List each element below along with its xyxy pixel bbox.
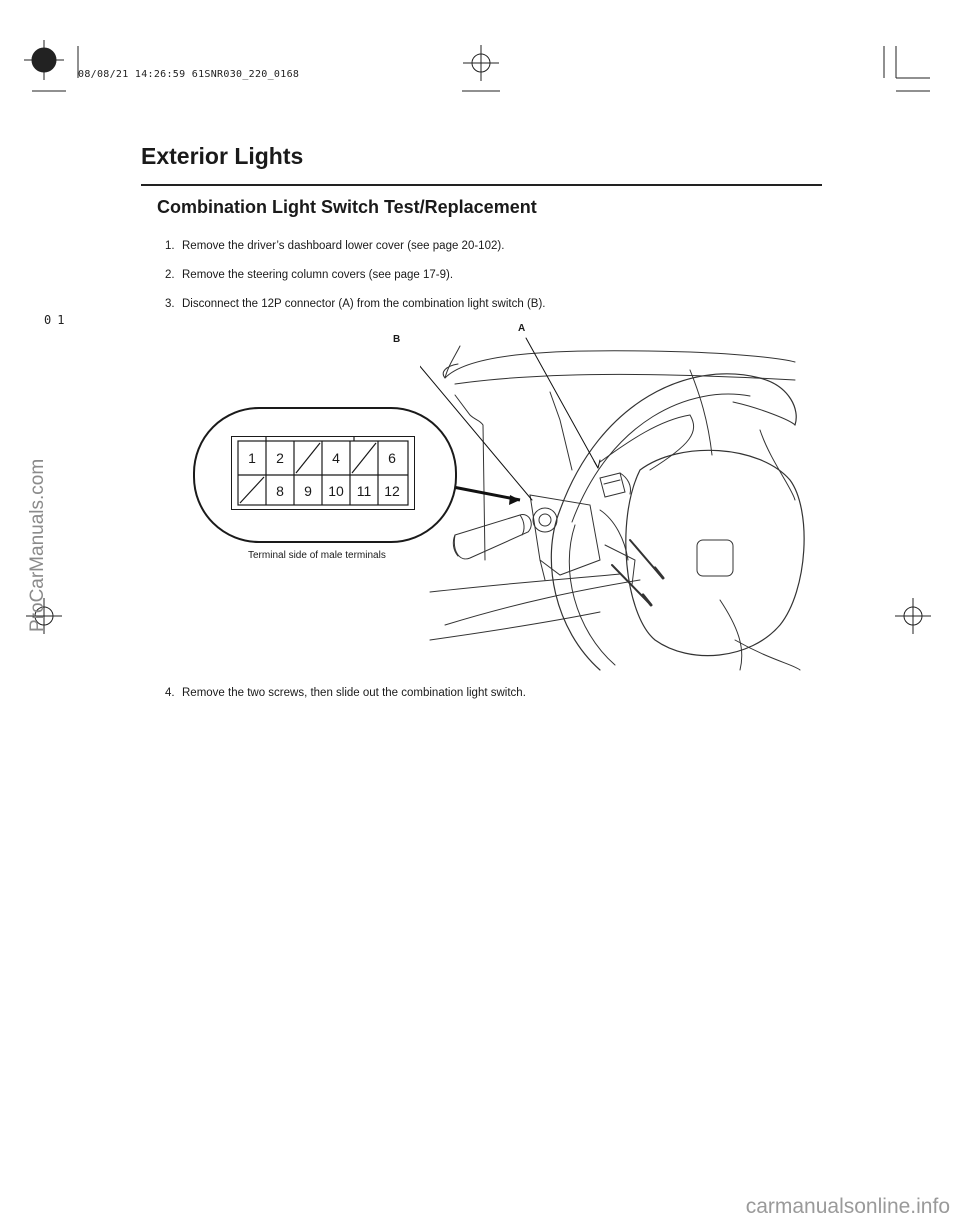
step-number: 4. bbox=[165, 687, 175, 699]
step-1: 1. Remove the driver’s dashboard lower co… bbox=[165, 240, 504, 252]
watermark-left: ProCarManuals.com bbox=[27, 458, 48, 632]
callout-a: A bbox=[518, 323, 526, 334]
terminal-12: 12 bbox=[384, 483, 400, 499]
title-divider bbox=[141, 184, 822, 186]
print-timestamp: 08/08/21 14:26:59 61SNR030_220_0168 bbox=[78, 69, 300, 80]
step-4: 4. Remove the two screws, then slide out … bbox=[165, 687, 526, 699]
step-number: 2. bbox=[165, 269, 175, 281]
section-title: Exterior Lights bbox=[141, 143, 304, 169]
terminal-4: 4 bbox=[332, 450, 340, 466]
terminal-8: 8 bbox=[276, 483, 284, 499]
connector-12p-face: 1 2 4 6 8 9 10 11 12 bbox=[231, 436, 415, 510]
terminal-2: 2 bbox=[276, 450, 284, 466]
terminal-9: 9 bbox=[304, 483, 312, 499]
step-number: 1. bbox=[165, 240, 175, 252]
connector-caption: Terminal side of male terminals bbox=[248, 550, 386, 561]
step-text: Remove the steering column covers (see p… bbox=[182, 269, 454, 281]
page-marker: 01 bbox=[44, 313, 71, 327]
step-number: 3. bbox=[165, 298, 175, 310]
step-text: Disconnect the 12P connector (A) from th… bbox=[182, 298, 546, 310]
step-2: 2. Remove the steering column covers (see… bbox=[165, 269, 453, 281]
step-text: Remove the two screws, then slide out th… bbox=[182, 687, 526, 699]
terminal-11: 11 bbox=[356, 483, 372, 499]
step-text: Remove the driver’s dashboard lower cove… bbox=[182, 240, 505, 252]
watermark-bottom: carmanualsonline.info bbox=[745, 1195, 950, 1218]
terminal-6: 6 bbox=[388, 450, 396, 466]
connector-grid-lines bbox=[237, 437, 409, 506]
terminal-1: 1 bbox=[248, 450, 256, 466]
terminal-10: 10 bbox=[328, 483, 344, 499]
callout-b: B bbox=[393, 334, 401, 345]
procedure-title: Combination Light Switch Test/Replacemen… bbox=[157, 197, 537, 217]
leader-line-b bbox=[420, 365, 533, 501]
steering-column-illustration bbox=[420, 337, 805, 671]
step-3: 3. Disconnect the 12P connector (A) from … bbox=[165, 298, 545, 310]
leader-line-a bbox=[525, 337, 599, 469]
